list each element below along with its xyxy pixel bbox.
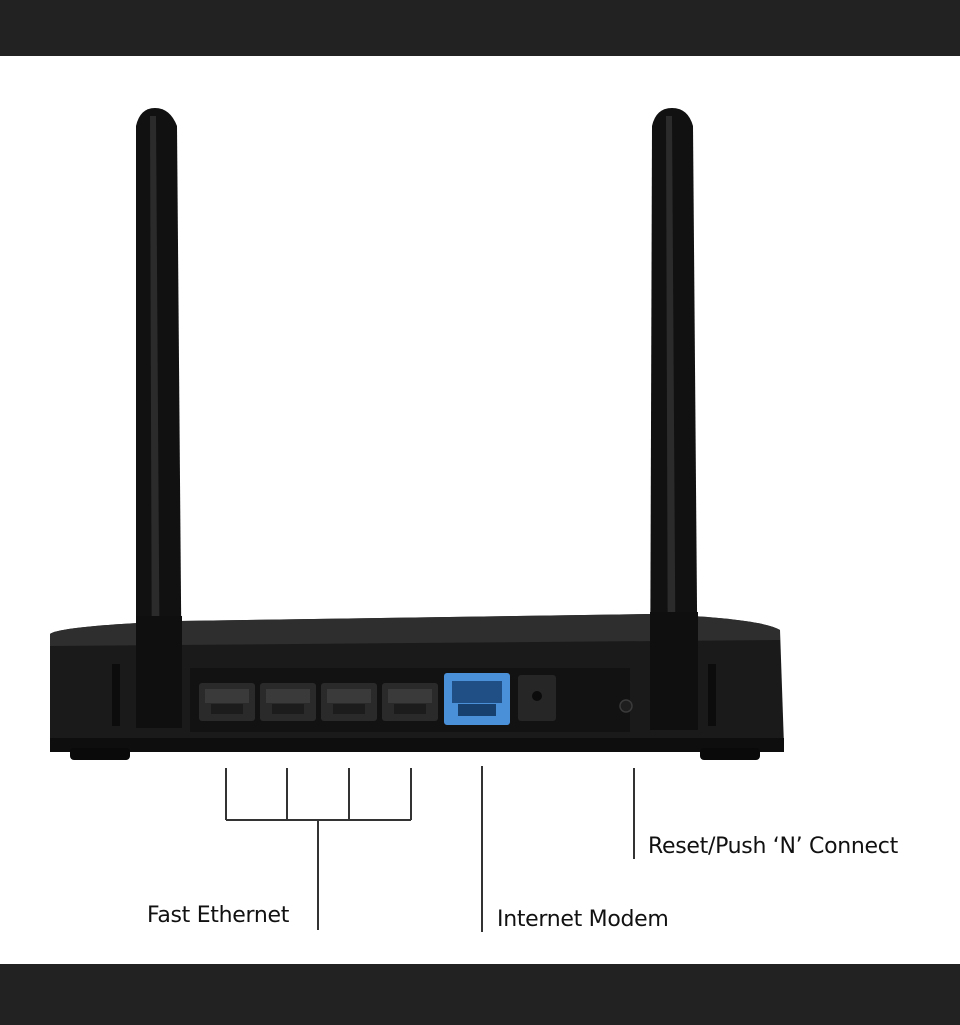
lan-port-3 (321, 683, 377, 721)
antenna-right-base (650, 612, 698, 730)
reset-button-hole (619, 699, 633, 713)
lan-port-1 (199, 683, 255, 721)
figure-canvas: Fast Ethernet Internet Modem Reset/Push … (0, 56, 960, 964)
top-border (0, 0, 960, 56)
antenna-left-base (136, 616, 182, 728)
wan-port (444, 673, 510, 725)
label-reset-connect: Reset/Push ‘N’ Connect (648, 834, 898, 859)
bottom-border (0, 964, 960, 1025)
antenna-right (650, 108, 698, 726)
router-rear-view (50, 108, 784, 932)
label-internet-modem: Internet Modem (497, 907, 669, 932)
label-fast-ethernet: Fast Ethernet (147, 903, 290, 928)
antenna-left (136, 108, 182, 716)
leader-fast-ethernet (225, 768, 412, 930)
lan-port-4 (382, 683, 438, 721)
power-port (518, 675, 556, 721)
lan-port-2 (260, 683, 316, 721)
